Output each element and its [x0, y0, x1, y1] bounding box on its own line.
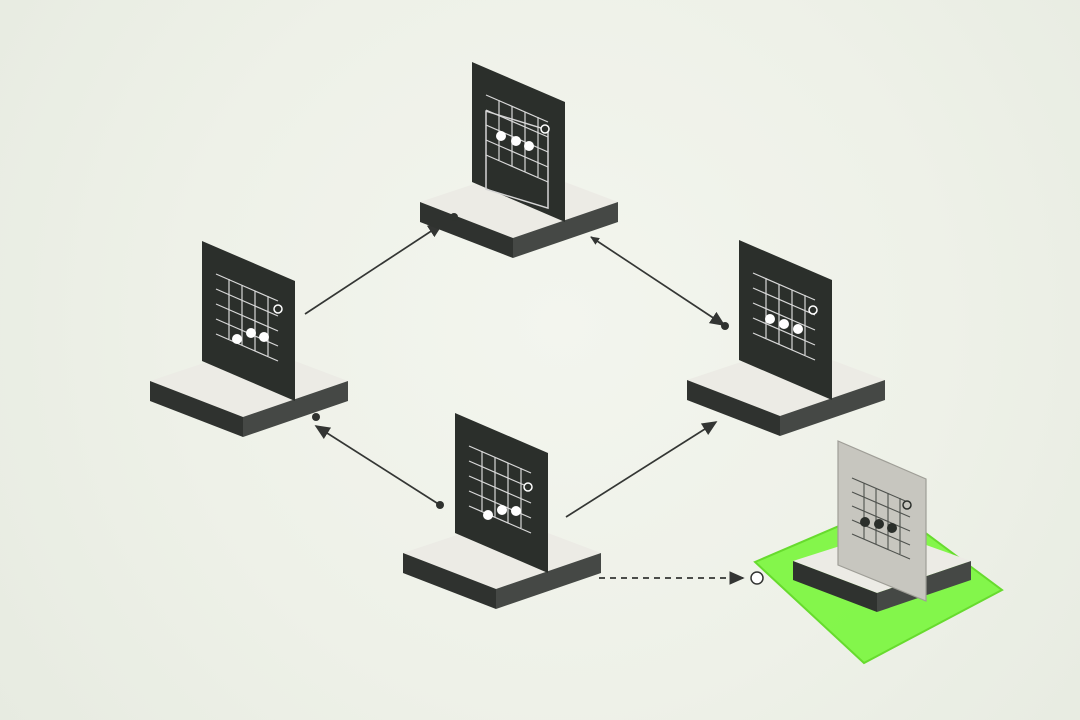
finger-dot: [496, 131, 506, 141]
finger-dot: [524, 141, 534, 151]
edge-left-to-top: [304, 223, 444, 315]
edge-bottom-to-left: [314, 425, 441, 506]
chord-grid-highlighted: [851, 477, 911, 560]
finger-dot: [511, 136, 521, 146]
edge-top-to-right: [590, 236, 726, 326]
edge-bottom-to-right: [565, 421, 718, 518]
edge-bottom-to-highlighted: [599, 571, 764, 585]
node-bottom[interactable]: [403, 413, 601, 609]
node-top[interactable]: [420, 62, 618, 258]
chord-grid-bottom: [468, 445, 532, 534]
open-marker: [540, 124, 550, 134]
chord-grid-left: [215, 273, 279, 362]
chord-grid-top: [485, 94, 549, 183]
node-highlighted[interactable]: [793, 440, 971, 612]
node-right[interactable]: [687, 240, 885, 436]
chord-grid-right: [752, 272, 816, 361]
node-left[interactable]: [150, 241, 348, 437]
